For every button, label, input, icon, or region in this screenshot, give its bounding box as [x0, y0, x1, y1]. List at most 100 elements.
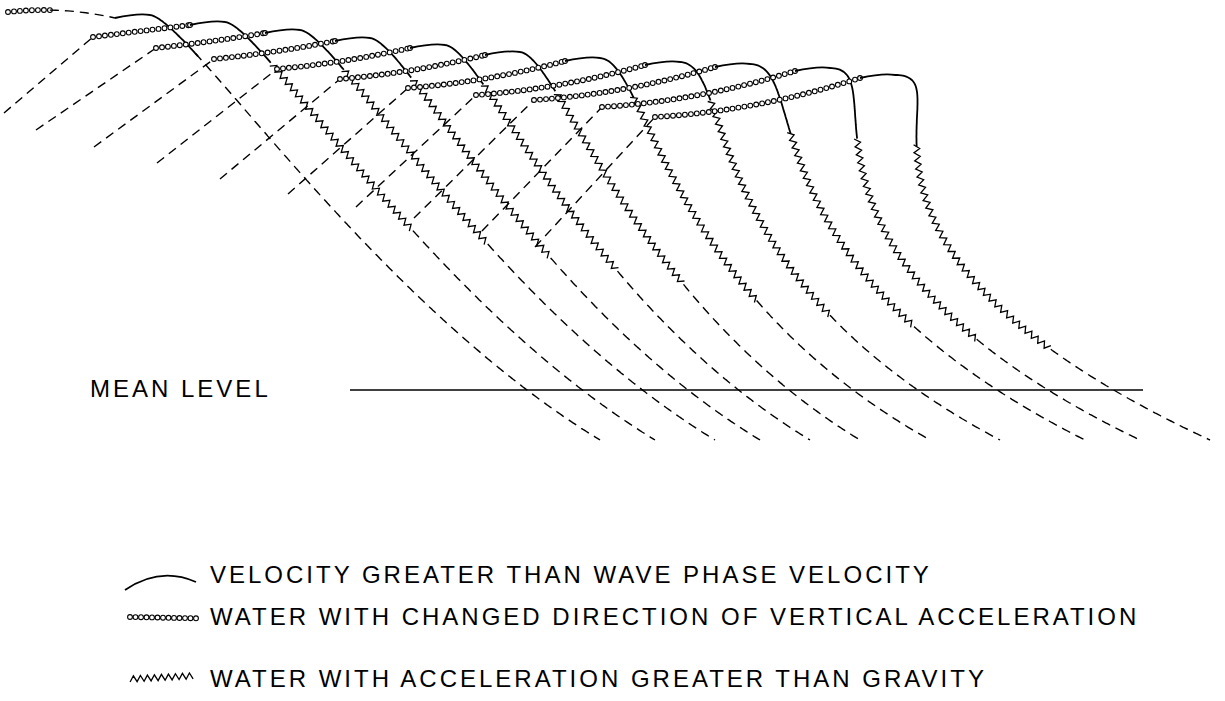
circle-mark	[350, 76, 355, 81]
guide-path	[93, 25, 190, 37]
circle-mark	[368, 74, 373, 79]
circle-mark	[621, 68, 626, 73]
zigzag-stroke	[342, 71, 486, 245]
circle-mark	[694, 111, 699, 116]
circle-mark	[530, 67, 535, 72]
circle-mark	[406, 86, 411, 91]
circle-mark	[748, 81, 753, 86]
circle-mark	[551, 83, 556, 88]
circle-mark	[344, 76, 349, 81]
circle-mark	[754, 102, 759, 107]
circle-mark	[319, 41, 324, 46]
solid-crest	[715, 63, 750, 67]
circle-mark	[759, 78, 764, 83]
circle-mark	[550, 96, 555, 101]
circle-mark	[109, 32, 114, 37]
circle-mark	[498, 91, 503, 96]
circle-mark	[598, 74, 603, 79]
wave-profile	[288, 57, 930, 440]
circle-mark	[421, 66, 426, 71]
zigzag-stroke	[854, 139, 975, 342]
guide-path	[445, 45, 810, 440]
circle-mark	[612, 104, 617, 109]
circle-mark	[444, 61, 449, 66]
circle-mark	[695, 93, 700, 98]
circle-mark	[830, 84, 835, 89]
circle-mark	[653, 99, 658, 104]
circle-mark	[665, 98, 670, 103]
circle-mark	[644, 82, 649, 87]
solid-face	[445, 45, 483, 85]
circle-mark	[615, 88, 620, 93]
circle-mark	[289, 47, 294, 52]
circle-mark	[313, 42, 318, 47]
circle-mark	[24, 8, 29, 13]
circle-mark	[703, 68, 708, 73]
circle-mark	[659, 99, 664, 104]
legend-samples	[125, 576, 198, 682]
circle-mark	[156, 27, 161, 32]
circle-mark	[174, 24, 179, 29]
solid-crest	[795, 67, 830, 71]
circle-mark	[650, 81, 655, 86]
circle-mark	[509, 89, 514, 94]
circle-mark	[283, 47, 288, 52]
circle-mark	[358, 56, 363, 61]
dashed-face	[551, 258, 760, 440]
solid-face	[830, 68, 857, 139]
circle-mark	[97, 34, 102, 39]
circle-mark	[783, 96, 788, 101]
circle-mark	[241, 53, 246, 58]
solid-face	[600, 58, 634, 98]
circle-mark	[172, 616, 177, 621]
circle-mark	[362, 74, 367, 79]
circle-mark	[91, 35, 96, 40]
circle-mark	[489, 75, 494, 80]
circle-mark	[736, 105, 741, 110]
circle-mark	[385, 71, 390, 76]
circle-mark	[133, 615, 138, 620]
circle-mark	[18, 9, 23, 14]
circle-mark	[430, 83, 435, 88]
circle-mark	[592, 75, 597, 80]
solid-crest	[485, 51, 520, 55]
circle-mark	[328, 60, 333, 65]
circle-mark	[718, 88, 723, 93]
circle-mark	[718, 108, 723, 113]
solid-sample	[125, 576, 196, 590]
circle-mark	[427, 65, 432, 70]
circle-mark	[562, 95, 567, 100]
legend-text: VELOCITY GREATER THAN WAVE PHASE VELOCIT…	[210, 562, 932, 588]
circle-mark	[387, 50, 392, 55]
circle-mark	[253, 52, 258, 57]
circle-mark	[495, 74, 500, 79]
circle-mark	[653, 115, 658, 120]
circle-mark	[507, 72, 512, 77]
circle-mark	[424, 84, 429, 89]
circle-mark	[777, 97, 782, 102]
circle-mark	[352, 57, 357, 62]
guide-path	[476, 65, 645, 95]
circle-mark	[281, 66, 286, 71]
circle-mark	[219, 37, 224, 42]
circle-mark	[835, 82, 840, 87]
wave-profile	[535, 74, 1210, 440]
circle-mark	[161, 615, 166, 620]
circle-mark	[618, 103, 623, 108]
guide-path	[340, 55, 485, 79]
circle-mark	[180, 24, 185, 29]
solid-face	[150, 15, 198, 56]
circle-mark	[532, 98, 537, 103]
zigzag-stroke	[787, 133, 912, 328]
circle-mark	[338, 77, 343, 82]
solid-face	[680, 62, 711, 101]
zigzag-stroke	[270, 65, 411, 231]
circle-mark	[533, 86, 538, 91]
circle-mark	[636, 102, 641, 107]
zigzag-stroke	[554, 95, 685, 282]
circle-mark	[706, 110, 711, 115]
circle-mark	[515, 89, 520, 94]
zigzag-stroke	[481, 86, 619, 268]
guide-path	[156, 33, 265, 48]
circle-mark	[647, 100, 652, 105]
